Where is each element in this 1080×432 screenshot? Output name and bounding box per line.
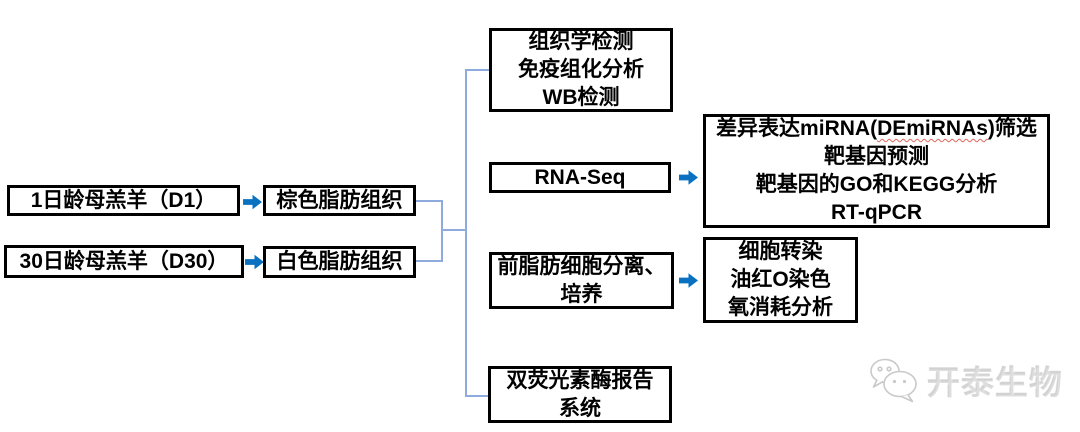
node-d1-lamb: 1日龄母羔羊（D1） (7, 185, 240, 216)
watermark: 开泰生物 (868, 356, 1063, 404)
node-white-fat-label: 白色脂肪组织 (276, 250, 403, 273)
connector-trunk (465, 69, 467, 397)
node-line: 前脂肪细胞分离、 (497, 254, 666, 278)
node-line: 组织学检测 (528, 30, 634, 53)
node-d30-lamb: 30日龄母羔羊（D30） (4, 245, 244, 278)
node-d1-label: 1日龄母羔羊（D1） (30, 188, 217, 212)
node-line: 系统 (559, 396, 601, 420)
node-demirna-analysis: 差异表达miRNA(DEmiRNAs)筛选 靶基因预测 靶基因的GO和KEGG分… (703, 114, 1050, 228)
node-d30-label: 30日龄母羔羊（D30） (19, 249, 229, 273)
connector-merge-bracket (441, 200, 443, 262)
node-line: 靶基因预测 (824, 145, 929, 168)
wechat-bubbles-icon (868, 357, 920, 403)
node-histology-assays: 组织学检测 免疫组化分析 WB检测 (489, 28, 673, 112)
node-line: 油红O染色 (730, 268, 831, 291)
right-arrow-icon (243, 194, 262, 210)
node-line: RT-qPCR (831, 201, 922, 224)
node-rna-seq: RNA-Seq (489, 162, 671, 193)
right-arrow-icon (245, 254, 264, 270)
node-dual-luciferase-reporter: 双荧光素酶报告 系统 (488, 366, 672, 423)
node-brown-fat-label: 棕色脂肪组织 (276, 188, 403, 212)
node-brown-fat-tissue: 棕色脂肪组织 (263, 185, 416, 216)
right-arrow-icon (679, 272, 698, 289)
node-cell-assays: 细胞转染 油红O染色 氧消耗分析 (703, 237, 858, 323)
node-line: 差异表达miRNA(DEmiRNAs)筛选 (716, 115, 1037, 143)
connector-brown-fat (416, 200, 443, 202)
node-line: 双荧光素酶报告 (506, 368, 654, 392)
demirna-line1-pre: 差异表达miRNA( (716, 117, 878, 140)
watermark-brand-text: 开泰生物 (927, 364, 1063, 401)
node-rna-seq-label: RNA-Seq (534, 165, 626, 189)
connector-trunk-to-histology (465, 69, 491, 71)
right-arrow-icon (679, 169, 698, 186)
connector-white-fat (416, 260, 443, 262)
node-line: 培养 (560, 282, 603, 306)
node-line: 靶基因的GO和KEGG分析 (755, 173, 998, 196)
demirna-line1-post: )筛选 (987, 117, 1037, 140)
demirna-line1-underlined: DEmiRNAs (877, 117, 988, 140)
node-line: WB检测 (542, 86, 620, 109)
node-line: 免疫组化分析 (518, 58, 644, 81)
node-white-fat-tissue: 白色脂肪组织 (263, 246, 416, 278)
node-line: 氧消耗分析 (728, 296, 833, 319)
connector-merge-to-trunk (441, 229, 467, 231)
node-preadipocyte-culture: 前脂肪细胞分离、 培养 (489, 252, 674, 309)
connector-trunk-to-luciferase (465, 395, 491, 397)
node-line: 细胞转染 (738, 240, 823, 263)
